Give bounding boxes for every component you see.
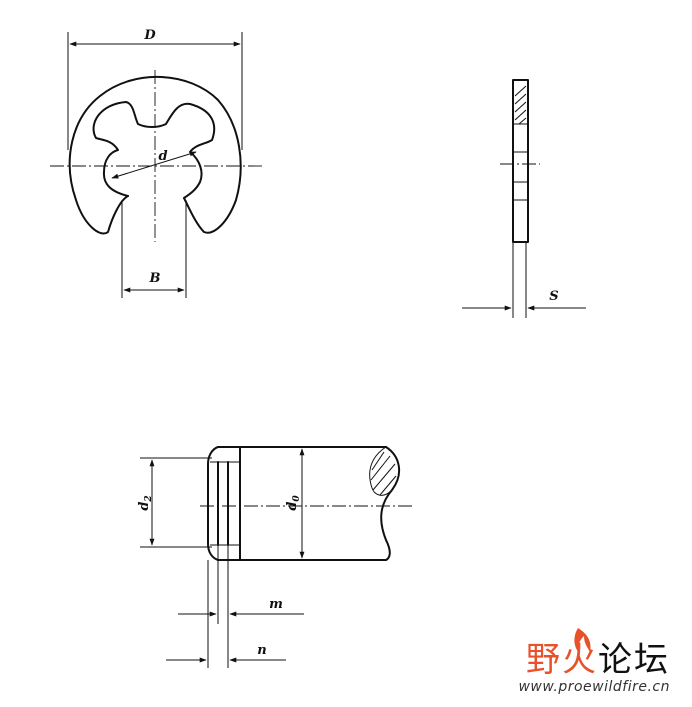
label-m: m <box>269 597 283 612</box>
watermark-part1: 野火 <box>526 640 598 680</box>
shaft-break-inner <box>369 446 393 496</box>
label-n: n <box>257 643 266 658</box>
svg-text:d2: d2 <box>137 495 154 510</box>
ring-side-outline <box>512 79 529 243</box>
shaft-view: d2 d0 m n <box>137 446 412 668</box>
label-S: S <box>549 289 558 304</box>
label-d: d <box>158 149 167 164</box>
ring-inner-contour <box>92 101 216 199</box>
watermark-url: www.proewildfire.cn <box>518 679 670 695</box>
label-D: D <box>143 28 156 43</box>
d-dimension-line <box>111 151 197 179</box>
flame-icon <box>574 628 591 654</box>
svg-text:d0: d0 <box>285 495 302 511</box>
watermark: 野火论坛 www.proewildfire.cn <box>490 641 670 695</box>
label-d0: d0 <box>285 495 302 511</box>
section-hatch-top <box>514 85 527 125</box>
label-d2: d2 <box>137 495 154 510</box>
ring-outer-contour <box>68 76 242 235</box>
shaft-end-left <box>207 446 241 561</box>
shaft-break-curve <box>380 446 401 561</box>
ring-front-view: D d B <box>50 28 262 298</box>
shaft-body <box>239 446 387 561</box>
watermark-title: 野火论坛 <box>490 641 670 679</box>
ring-side-view: S <box>462 79 586 318</box>
label-B: B <box>149 271 161 286</box>
shaft-break-hatch <box>370 451 397 496</box>
watermark-part2: 论坛 <box>598 640 670 680</box>
